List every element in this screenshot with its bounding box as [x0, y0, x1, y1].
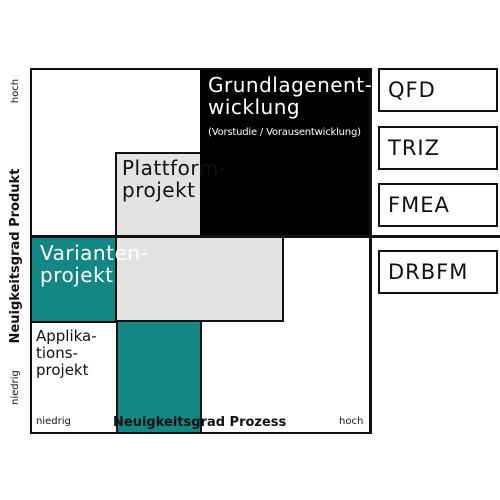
applikationsprojekt-label: Applika-tions-projekt: [36, 327, 97, 379]
plattform-projekt-label: Plattform-projekt: [122, 156, 227, 202]
grundlagenentwicklung-label: Grundlagenent-wicklung: [208, 73, 373, 119]
y-axis-label: Neuigkeitsgrad Produkt: [8, 168, 23, 344]
y-axis-high-label: hoch: [10, 78, 21, 104]
method-divider-line: [30, 235, 500, 238]
method-drbfm: DRBFM: [378, 250, 498, 294]
applikationsprojekt-box: [30, 321, 118, 434]
method-triz: TRIZ: [378, 126, 498, 170]
grundlagenentwicklung-box: [200, 70, 370, 236]
varianten-projekt-label: Varianten-projekt: [40, 241, 149, 287]
x-axis-high-label: hoch: [339, 416, 364, 427]
x-axis-low-label: niedrig: [36, 416, 71, 427]
grundlagenentwicklung-sublabel: (Vorstudie / Vorausentwicklung): [208, 127, 361, 138]
method-fmea: FMEA: [378, 183, 498, 227]
y-axis-low-label: niedrig: [10, 370, 21, 405]
frame-right-edge: [370, 68, 372, 434]
x-axis-label: Neuigkeitsgrad Prozess: [113, 415, 287, 430]
method-qfd: QFD: [378, 68, 498, 112]
